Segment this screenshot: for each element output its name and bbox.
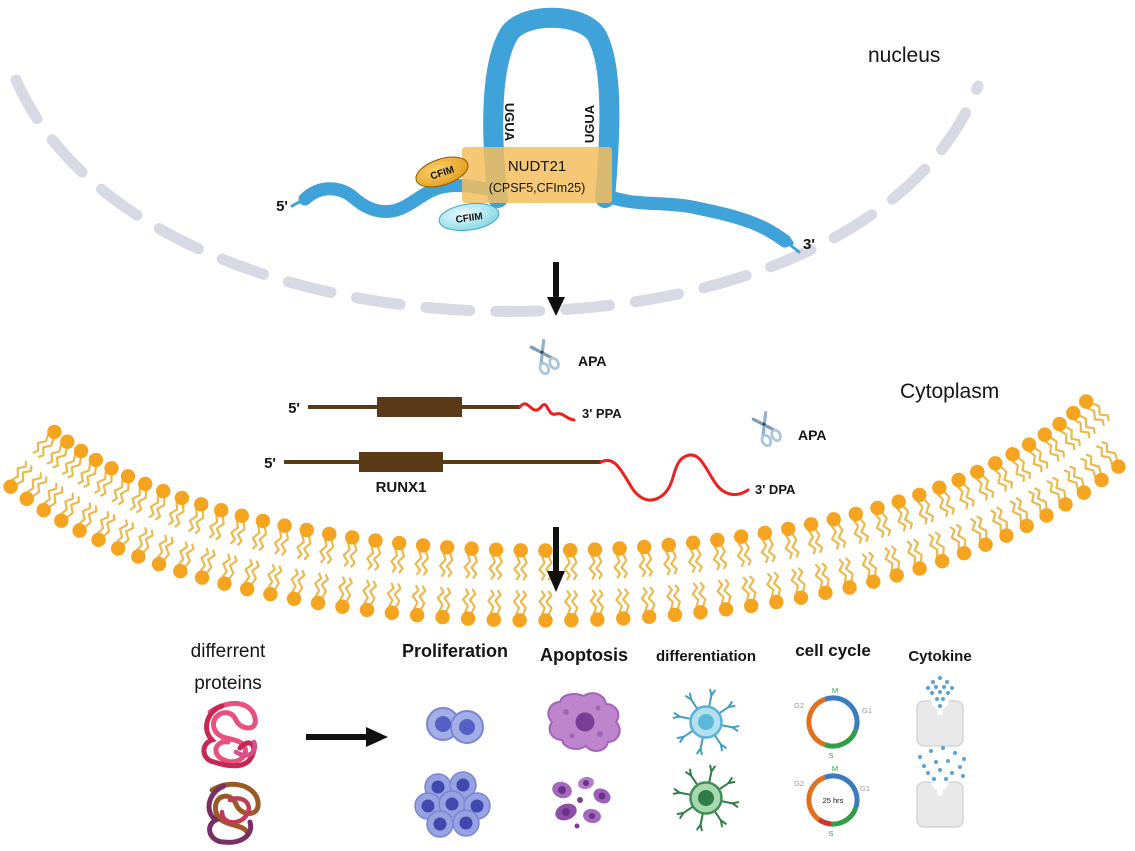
transcript-short-red-tail bbox=[518, 402, 576, 422]
transcript-short-cds-box bbox=[377, 397, 462, 417]
nudt21-alias-label: (CPSF5,CFIm25) bbox=[489, 181, 586, 195]
nucleus-5prime-label: 5' bbox=[276, 198, 288, 215]
cfiim-subunit: CFIIM bbox=[438, 202, 500, 232]
cycle-top-g1-label: G1 bbox=[862, 706, 872, 715]
nucleus-label: nucleus bbox=[868, 44, 940, 67]
transcript-short-5prime: 5' bbox=[288, 400, 300, 417]
arrow-right-proteins bbox=[306, 727, 388, 747]
cycle-top-g2-label: G2 bbox=[794, 701, 804, 710]
nucleus-3prime-label: 3' bbox=[803, 236, 815, 253]
cfim-subunit: CFIM bbox=[415, 156, 469, 188]
arrow-down-nucleus-to-cytoplasm bbox=[547, 262, 565, 316]
scissors-icon bbox=[749, 409, 784, 449]
membrane-bilayer bbox=[3, 394, 1126, 628]
cycle-top-s-label: S bbox=[828, 751, 833, 760]
cell-cycle-ring-top bbox=[806, 695, 860, 749]
transcript-long-cds-box bbox=[359, 452, 443, 472]
cytoplasm-label: Cytoplasm bbox=[900, 380, 999, 403]
proteins-label-line1: differrent bbox=[191, 641, 266, 662]
proliferation-cell-pair-icon bbox=[426, 707, 484, 744]
nudt21-box bbox=[462, 147, 612, 203]
cycle-bottom-s-label: S bbox=[828, 829, 833, 838]
nudt21-label: NUDT21 bbox=[508, 158, 566, 175]
cell-cycle-ring-bottom bbox=[806, 773, 860, 827]
cycle-top-m-label: M bbox=[832, 686, 838, 695]
column-label-cytokine: Cytokine bbox=[908, 648, 971, 665]
cycle-bottom-g1-label: G1 bbox=[860, 784, 870, 793]
ugua-right-label: UGUA bbox=[582, 104, 597, 143]
nuclear-envelope bbox=[10, 74, 984, 317]
transcript-long-end-label: 3' DPA bbox=[755, 482, 796, 497]
transcript-short: 5' APA 3' PPA bbox=[288, 337, 622, 422]
column-label-apoptosis: Apoptosis bbox=[540, 645, 628, 665]
cytokine-secretion-icon-bottom bbox=[916, 773, 964, 828]
strand-right-segment bbox=[597, 187, 792, 248]
transcript-long-5prime: 5' bbox=[264, 455, 276, 472]
strand-loop bbox=[483, 7, 620, 208]
transcript-long: 5' RUNX1 APA 3' DPA bbox=[264, 409, 827, 502]
arrow-down-membrane bbox=[547, 527, 565, 592]
cycle-bottom-m-label: M bbox=[832, 764, 838, 773]
column-label-cell-cycle: cell cycle bbox=[795, 641, 871, 660]
cytokine-dots-cluster bbox=[926, 676, 954, 708]
protein-tangle-pink bbox=[201, 701, 258, 769]
cytokine-dots-dispersed bbox=[918, 746, 966, 781]
cfiim-label: CFIIM bbox=[455, 211, 483, 226]
transcript-short-apa-label: APA bbox=[578, 353, 607, 369]
cycle-bottom-g2-label: G2 bbox=[794, 779, 804, 788]
protein-tangle-dark bbox=[206, 781, 261, 845]
proteins-label-line2: proteins bbox=[194, 673, 262, 694]
scissors-icon bbox=[527, 337, 562, 377]
transcript-long-red-tail bbox=[599, 453, 750, 502]
column-label-proliferation: Proliferation bbox=[402, 641, 508, 661]
pre-mrna-strand bbox=[290, 7, 801, 254]
cycle-hours-label: 25 hrs bbox=[823, 796, 844, 805]
apoptotic-bodies-icon bbox=[552, 776, 611, 829]
runx1-label: RUNX1 bbox=[376, 479, 427, 496]
dendritic-cell-green-icon bbox=[689, 781, 723, 815]
column-label-differentiation: differentiation bbox=[656, 648, 756, 665]
dendritic-cell-blue-icon bbox=[689, 705, 723, 739]
transcript-long-apa-label: APA bbox=[798, 427, 827, 443]
transcript-short-end-label: 3' PPA bbox=[582, 406, 622, 421]
cytokine-secretion-icon-top bbox=[916, 692, 964, 747]
apoptosis-cell-icon bbox=[547, 692, 621, 752]
proliferation-cell-cluster-icon bbox=[414, 771, 491, 838]
strand-3p-tail bbox=[782, 237, 801, 254]
ugua-left-label: UGUA bbox=[502, 103, 517, 142]
